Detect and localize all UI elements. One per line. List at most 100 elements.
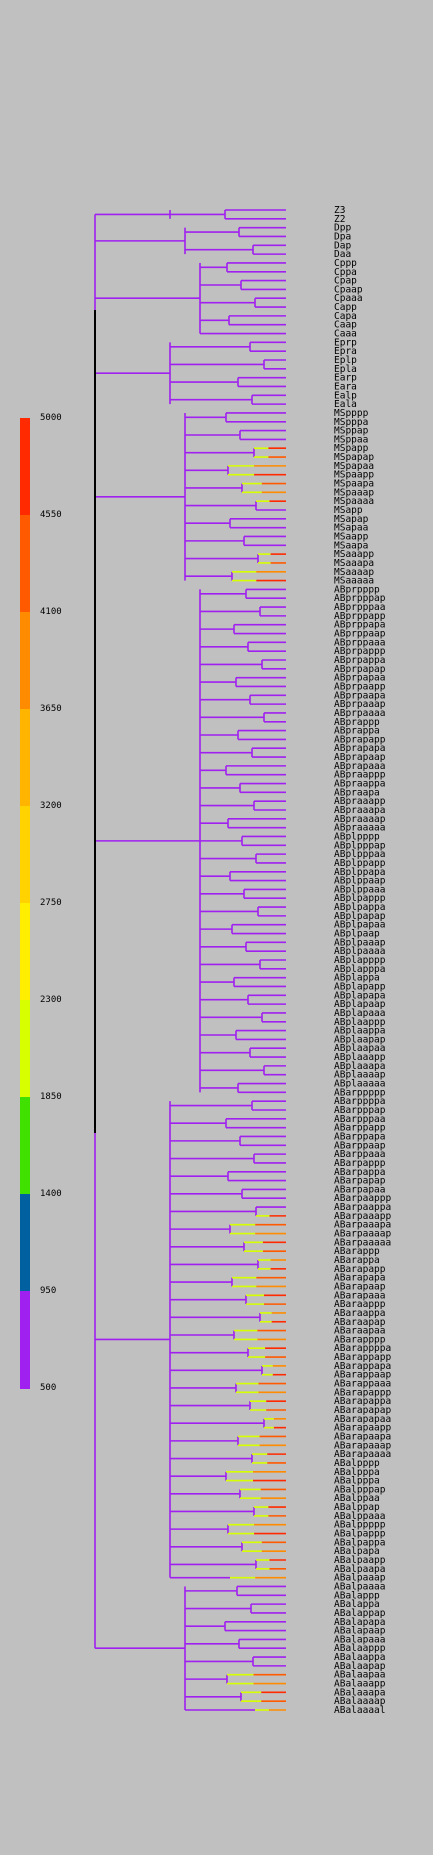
legend-color-segment bbox=[20, 418, 30, 516]
leaf-label: MSppaa bbox=[334, 434, 368, 445]
leaf-label: ABplaaapp bbox=[334, 1052, 386, 1063]
leaf-label: ABplaaaap bbox=[334, 1070, 386, 1081]
legend-color-segment bbox=[20, 709, 30, 807]
leaf-label: ABarpaappp bbox=[334, 1193, 391, 1204]
leaf-label: Eala bbox=[334, 399, 357, 410]
leaf-label: ABarpaappa bbox=[334, 1202, 391, 1213]
leaf-label: Dap bbox=[334, 240, 351, 251]
leaf-label: MSaapp bbox=[334, 531, 369, 542]
leaf-label: ABprpppp bbox=[334, 584, 380, 595]
leaf-label: ABplpaaaa bbox=[334, 946, 385, 957]
legend-color-segment bbox=[20, 1291, 30, 1389]
leaf-label: MSpppp bbox=[334, 408, 369, 419]
leaf-label: ABalpaaaa bbox=[334, 1581, 385, 1592]
leaf-label: Dpp bbox=[334, 223, 351, 234]
leaf-label: ABarpppap bbox=[334, 1105, 386, 1116]
leaf-label: MSpaaaa bbox=[334, 496, 374, 507]
leaf-label: ABpraaapp bbox=[334, 796, 386, 807]
legend-tick-label: 2300 bbox=[40, 995, 62, 1005]
leaf-label: ABalaappp bbox=[334, 1643, 386, 1654]
leaf-label: MSpaapp bbox=[334, 470, 374, 481]
leaf-label: ABplpappa bbox=[334, 902, 385, 913]
leaf-label: ABplaapaa bbox=[334, 1043, 385, 1054]
leaf-label: ABarapaaaa bbox=[334, 1449, 391, 1460]
leaf-label: ABprpapaa bbox=[334, 673, 385, 684]
leaf-label: ABarapaapp bbox=[334, 1423, 391, 1434]
leaf-label: ABprpaaaa bbox=[334, 708, 385, 719]
leaf-label: ABplppaaa bbox=[334, 884, 385, 895]
leaf-label: ABaraapap bbox=[334, 1317, 386, 1328]
leaf-label: ABprppapa bbox=[334, 620, 385, 631]
leaf-label: ABplapppa bbox=[334, 964, 385, 975]
leaf-label: ABalpppa bbox=[334, 1467, 380, 1478]
legend-tick-label: 1850 bbox=[40, 1092, 62, 1102]
legend-color-segment bbox=[20, 1194, 30, 1292]
leaf-label: Z2 bbox=[334, 214, 345, 225]
leaf-label: ABalapaaa bbox=[334, 1634, 385, 1645]
leaf-label: ABplapapa bbox=[334, 990, 385, 1001]
legend-tick-label: 3200 bbox=[40, 801, 62, 811]
leaf-label: MSpapap bbox=[334, 452, 374, 463]
leaf-label: ABalpppa bbox=[334, 1476, 380, 1487]
leaf-label: ABarapaaap bbox=[334, 1440, 391, 1451]
leaf-label: ABprppapp bbox=[334, 611, 386, 622]
leaf-label: MSpapp bbox=[334, 443, 369, 454]
leaf-label: ABalappap bbox=[334, 1608, 386, 1619]
leaf-label: ABprapaap bbox=[334, 752, 386, 763]
legend-color-segment bbox=[20, 515, 30, 613]
leaf-label: ABalapapa bbox=[334, 1617, 385, 1628]
leaf-label: ABarppaap bbox=[334, 1140, 386, 1151]
leaf-label: ABalppppp bbox=[334, 1520, 386, 1531]
leaf-label: MSpaaap bbox=[334, 487, 374, 498]
leaf-label: ABarapapp bbox=[334, 1264, 386, 1275]
leaf-label: ABaraappp bbox=[334, 1299, 386, 1310]
leaf-label: ABplppapp bbox=[334, 858, 386, 869]
legend-color-segment bbox=[20, 903, 30, 1001]
leaf-label: Ealp bbox=[334, 390, 357, 401]
leaf-label: MSapp bbox=[334, 505, 363, 516]
leaf-label: ABprapapa bbox=[334, 743, 385, 754]
leaf-label: ABprpappa bbox=[334, 655, 385, 666]
leaf-label: ABalapaap bbox=[334, 1626, 386, 1637]
leaf-label: Cppa bbox=[334, 267, 357, 278]
leaf-label: ABplaapap bbox=[334, 1034, 386, 1045]
leaf-label: ABarappppa bbox=[334, 1343, 391, 1354]
leaf-label: ABarapapa bbox=[334, 1273, 385, 1284]
leaf-label: ABaraappa bbox=[334, 1308, 385, 1319]
leaf-label: Z3 bbox=[334, 205, 345, 216]
leaf-label: Caap bbox=[334, 320, 357, 331]
legend-tick-label: 2750 bbox=[40, 898, 62, 908]
leaf-label: ABarapapap bbox=[334, 1405, 391, 1416]
leaf-label: ABprpaaap bbox=[334, 699, 386, 710]
leaf-label: ABalaaaap bbox=[334, 1696, 386, 1707]
leaf-label: ABalpaapp bbox=[334, 1555, 386, 1566]
leaf-label: ABarapaapa bbox=[334, 1431, 391, 1442]
leaf-label: ABalaaapa bbox=[334, 1687, 385, 1698]
leaf-label: ABplpppp bbox=[334, 831, 380, 842]
leaf-label: ABplapapp bbox=[334, 981, 386, 992]
leaf-label: ABalpaaap bbox=[334, 1573, 386, 1584]
leaf-label: ABarapappp bbox=[334, 1387, 391, 1398]
leaf-label: ABarpapaa bbox=[334, 1184, 385, 1195]
leaf-label: ABalaappa bbox=[334, 1652, 385, 1663]
legend-tick-label: 4100 bbox=[40, 607, 62, 617]
leaf-label: Capp bbox=[334, 302, 357, 313]
leaf-label: ABarpaaaaa bbox=[334, 1237, 391, 1248]
legend-tick-label: 5000 bbox=[40, 413, 62, 423]
legend-color-segment bbox=[20, 612, 30, 710]
legend-color-segment bbox=[20, 806, 30, 904]
leaf-label: ABarpappa bbox=[334, 1167, 385, 1178]
leaf-label: ABprpppap bbox=[334, 593, 386, 604]
leaf-label: ABplpapap bbox=[334, 911, 386, 922]
leaf-label: ABplapaap bbox=[334, 999, 386, 1010]
leaf-label: Eprp bbox=[334, 337, 357, 348]
legend-color-segment bbox=[20, 1097, 30, 1195]
leaf-label: MSapaa bbox=[334, 523, 368, 534]
leaf-label: ABarpaaaap bbox=[334, 1229, 391, 1240]
leaf-label: ABpraaaaa bbox=[334, 823, 385, 834]
leaf-label: ABprappa bbox=[334, 726, 380, 737]
leaf-label: MSpppa bbox=[334, 417, 368, 428]
leaf-label: ABplaappa bbox=[334, 1026, 385, 1037]
leaf-label: ABprapaaa bbox=[334, 761, 385, 772]
